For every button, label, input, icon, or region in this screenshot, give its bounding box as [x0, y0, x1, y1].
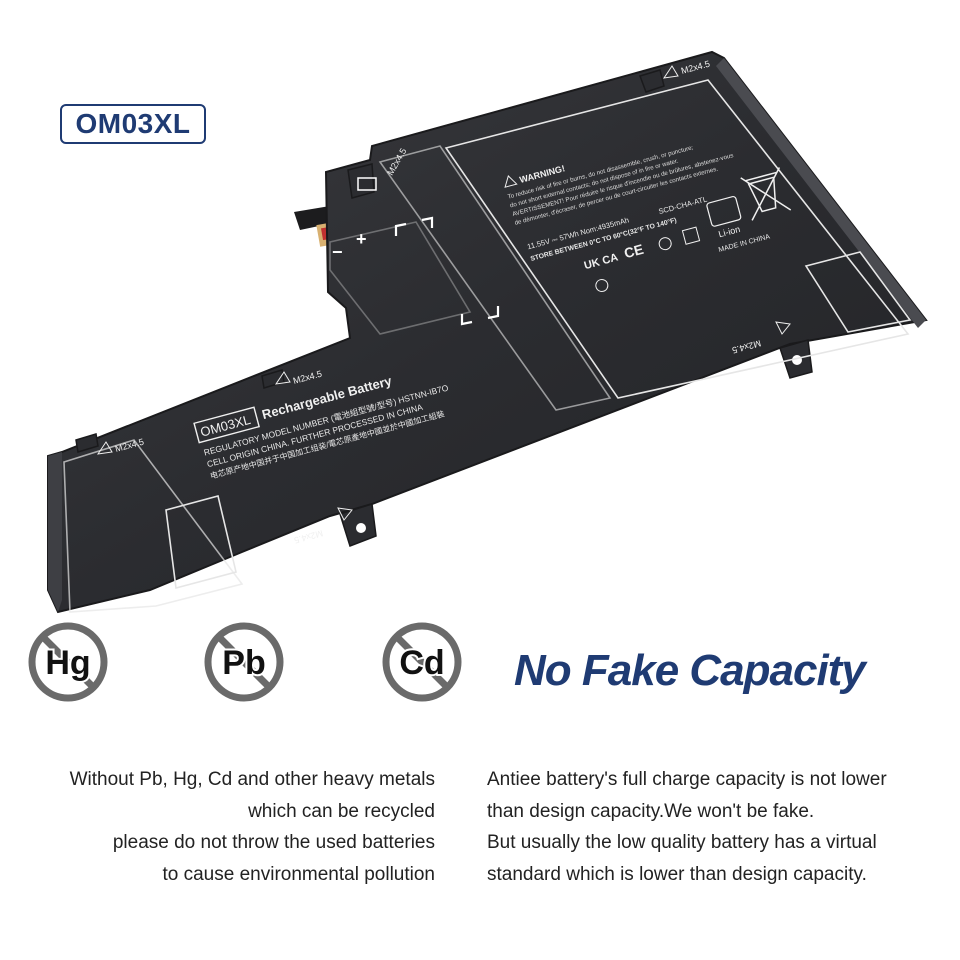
terminal-markers	[357, 177, 500, 326]
paragraph-line: Antiee battery's full charge capacity is…	[487, 769, 887, 790]
model-badge: OM03XL	[60, 104, 206, 144]
headline: No Fake Capacity	[514, 646, 866, 695]
recycle-icon	[706, 195, 742, 227]
no-cd-icon: Cd	[382, 622, 462, 702]
battery-body	[47, 50, 928, 614]
battery-panel-lines	[63, 79, 912, 613]
plus-terminal: +	[356, 229, 367, 249]
paragraph-line: which can be recycled	[248, 800, 435, 822]
minus-terminal: −	[332, 242, 343, 262]
seal-label: Hg	[45, 644, 90, 682]
seal-label: Cd	[399, 644, 444, 682]
seal-label: Pb	[222, 644, 265, 682]
paragraph-line: to cause environmental pollution	[162, 863, 435, 885]
battery-image: + − M2x4.5 M2x4.5 M2x4.5 M2x4.5 M2x4.5 M…	[47, 50, 928, 614]
recycling-paragraph: Without Pb, Hg, Cd and other heavy metal…	[20, 764, 435, 890]
paragraph-line: please do not throw the used batteries	[112, 832, 435, 853]
capacity-paragraph: Antiee battery's full charge capacity is…	[487, 764, 947, 890]
screw-label: M2x4.5	[293, 528, 324, 545]
no-hg-icon: Hg	[28, 622, 108, 702]
ce-mark: CE	[622, 241, 645, 261]
no-bin-icon	[740, 167, 792, 221]
no-pb-icon: Pb	[204, 622, 284, 702]
paragraph-line: standard which is lower than design capa…	[487, 863, 867, 885]
paragraph-line: Without Pb, Hg, Cd and other heavy metal…	[69, 769, 435, 790]
paragraph-line: But usually the low quality battery has …	[487, 832, 877, 853]
paragraph-line: than design capacity.We won't be fake.	[487, 800, 815, 822]
